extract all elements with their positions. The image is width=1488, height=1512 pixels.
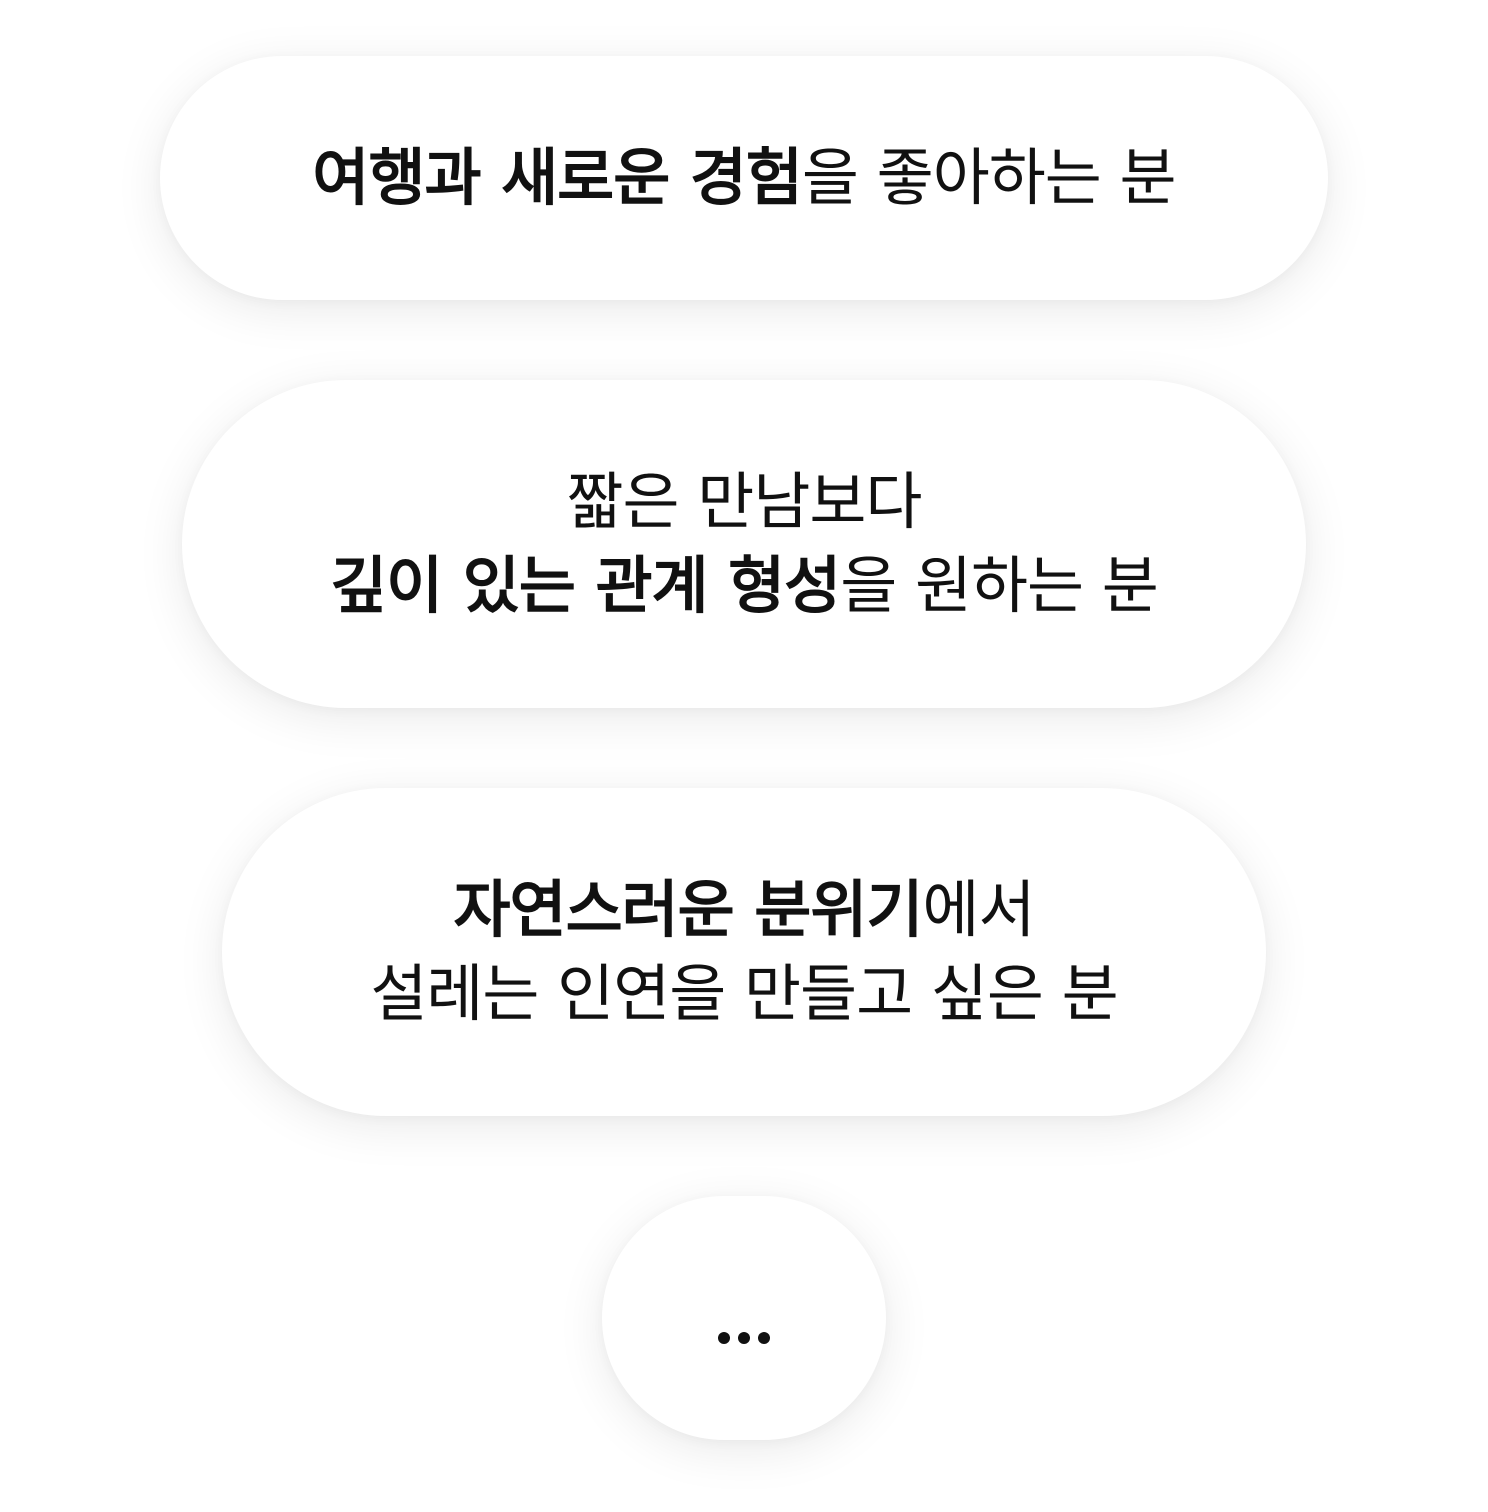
card-line: 자연스러운 분위기에서 — [453, 868, 1036, 952]
dot — [718, 1332, 730, 1344]
dot — [738, 1332, 750, 1344]
body-text: 에서 — [922, 873, 1035, 946]
card-line: 설레는 인연을 만들고 싶은 분 — [370, 957, 1118, 1030]
body-text: 을 좋아하는 분 — [801, 141, 1177, 214]
card-line: 여행과 새로운 경험을 좋아하는 분 — [312, 136, 1177, 220]
ellipsis-icon — [718, 1332, 770, 1344]
criteria-card-travel: 여행과 새로운 경험을 좋아하는 분 — [160, 56, 1328, 300]
highlight-text: 여행과 새로운 경험 — [312, 141, 802, 214]
card-line: 짧은 만남보다 — [566, 465, 923, 538]
highlight-text: 자연스러운 분위기 — [453, 873, 924, 946]
body-text: 을 원하는 분 — [840, 549, 1159, 622]
more-card — [602, 1196, 886, 1440]
criteria-card-natural-atmosphere: 자연스러운 분위기에서 설레는 인연을 만들고 싶은 분 — [222, 788, 1266, 1116]
card-line: 깊이 있는 관계 형성을 원하는 분 — [330, 544, 1159, 628]
highlight-text: 깊이 있는 관계 형성 — [330, 549, 841, 622]
criteria-card-deep-relationship: 짧은 만남보다 깊이 있는 관계 형성을 원하는 분 — [182, 380, 1306, 708]
dot — [758, 1332, 770, 1344]
